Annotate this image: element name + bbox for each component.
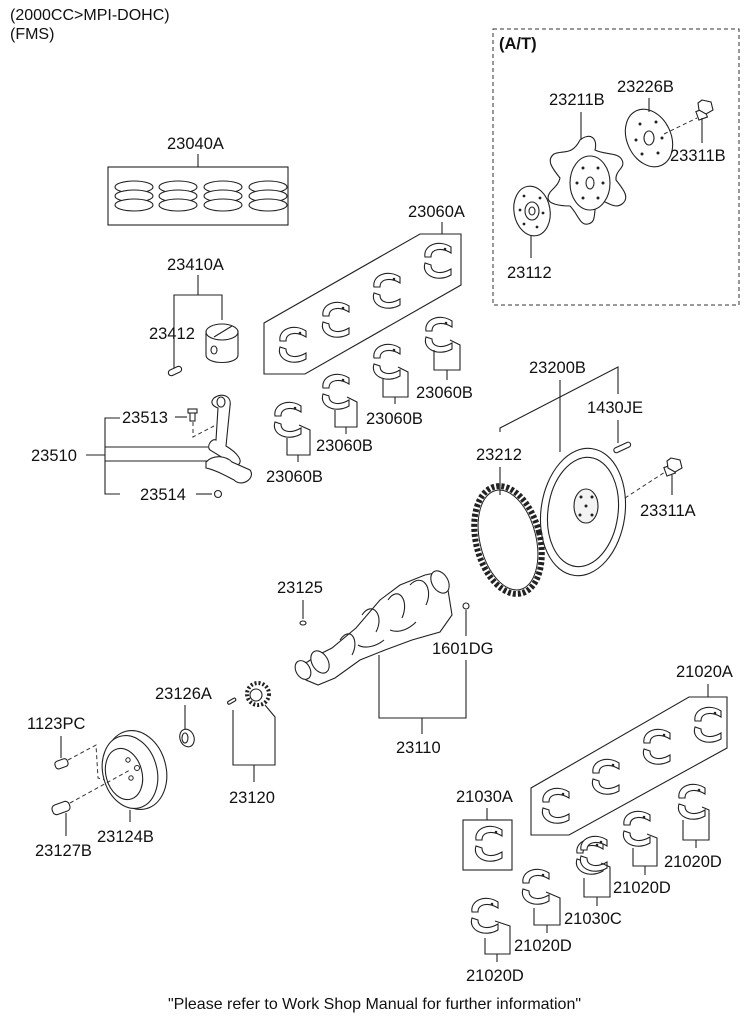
crankshaft-23110[interactable] — [292, 568, 453, 686]
main-bearing-21020D-2[interactable] — [622, 810, 651, 847]
part-label-23127B[interactable]: 23127B — [35, 842, 92, 860]
part-label-23514[interactable]: 23514 — [140, 486, 186, 504]
part-label-23311A[interactable]: 23311A — [640, 502, 696, 520]
flywheel-23200B[interactable] — [533, 443, 634, 581]
part-label-21020D-2[interactable]: 21020D — [613, 879, 671, 897]
main-bearing-21020D-3[interactable] — [521, 868, 550, 905]
part-label-1601DG[interactable]: 1601DG — [432, 640, 493, 658]
crank-sprocket-23120[interactable] — [245, 681, 271, 707]
bolt-23311A[interactable] — [663, 457, 683, 477]
part-label-23211B[interactable]: 23211B — [549, 91, 605, 109]
part-label-21020D-4[interactable]: 21020D — [466, 967, 524, 985]
engine-spec-label: (2000CC>MPI-DOHC) — [10, 7, 170, 24]
part-label-21020D-1[interactable]: 21020D — [664, 853, 722, 871]
conrod-bearing-23060B-2[interactable] — [372, 343, 401, 380]
part-label-23412[interactable]: 23412 — [149, 325, 195, 343]
footer-note: "Please refer to Work Shop Manual for fu… — [167, 996, 582, 1013]
piston-23410A[interactable] — [205, 323, 239, 364]
at-group: (A/T) 23211B 23226B 23311B — [492, 28, 740, 306]
seal-23126A[interactable] — [177, 727, 196, 749]
conrod-bearing-23060B-1[interactable] — [424, 316, 453, 353]
part-label-23410A[interactable]: 23410A — [167, 256, 224, 274]
part-label-23311B[interactable]: 23311B — [670, 147, 726, 165]
conrod-bearing-23060B-4[interactable] — [273, 401, 302, 438]
part-label-23126A[interactable]: 23126A — [155, 685, 212, 703]
main-bearing-21020D-4[interactable] — [470, 897, 499, 934]
part-label-1430JE[interactable]: 1430JE — [587, 399, 643, 417]
part-label-23120[interactable]: 23120 — [229, 789, 275, 807]
at-group-title: (A/T) — [499, 35, 537, 53]
main-bearing-21020D-1[interactable] — [677, 783, 706, 820]
key-23120-pin[interactable] — [227, 697, 237, 705]
part-label-23060A[interactable]: 23060A — [408, 203, 465, 221]
plug-1601DG[interactable] — [462, 602, 470, 610]
connecting-rod-23510[interactable] — [205, 394, 252, 484]
main-bearing-21030C[interactable] — [575, 835, 608, 875]
part-label-21030A[interactable]: 21030A — [456, 788, 513, 806]
part-label-23212[interactable]: 23212 — [476, 446, 522, 464]
part-label-23112[interactable]: 23112 — [507, 264, 552, 282]
drive-plate-23211B[interactable] — [547, 135, 627, 225]
part-label-21020A[interactable]: 21020A — [676, 663, 733, 681]
key-23125[interactable] — [299, 620, 307, 626]
part-label-23226B[interactable]: 23226B — [617, 78, 674, 96]
bolt-1123PC[interactable] — [54, 758, 69, 770]
bolt-23513[interactable] — [187, 408, 198, 422]
part-label-23125[interactable]: 23125 — [277, 579, 323, 597]
crank-pulley-23124B[interactable] — [94, 724, 175, 817]
main-bearing-set-box — [530, 696, 728, 836]
part-label-23060B-1[interactable]: 23060B — [416, 384, 473, 402]
part-label-23513[interactable]: 23513 — [122, 409, 168, 427]
piston-pin-23412[interactable] — [167, 365, 183, 377]
part-label-23124B[interactable]: 23124B — [97, 828, 154, 846]
conrod-bearing-set-box — [263, 233, 462, 375]
part-label-21020D-3[interactable]: 21020D — [514, 937, 572, 955]
dowel-pin-1430JE[interactable] — [613, 441, 632, 454]
at-group-border — [492, 28, 740, 306]
conrod-bearing-23060B-3[interactable] — [321, 373, 350, 410]
adapter-plate-23112[interactable] — [510, 183, 554, 238]
plate-23226B[interactable] — [616, 102, 681, 175]
part-label-23060B-2[interactable]: 23060B — [366, 410, 423, 428]
bolt-23311B[interactable] — [695, 99, 714, 121]
part-label-23060B-3[interactable]: 23060B — [316, 437, 373, 455]
part-label-23200B[interactable]: 23200B — [529, 359, 586, 377]
bolt-23127B[interactable] — [51, 800, 71, 816]
ring-gear-23212[interactable] — [464, 479, 553, 601]
nut-23514[interactable] — [213, 489, 223, 499]
part-label-23060B-4[interactable]: 23060B — [266, 468, 323, 486]
variant-label: (FMS) — [10, 26, 55, 43]
part-label-23510[interactable]: 23510 — [31, 447, 77, 465]
part-label-23040A[interactable]: 23040A — [167, 135, 224, 153]
part-label-21030C[interactable]: 21030C — [564, 910, 622, 928]
part-label-1123PC[interactable]: 1123PC — [27, 715, 85, 733]
part-label-23110[interactable]: 23110 — [396, 739, 441, 757]
